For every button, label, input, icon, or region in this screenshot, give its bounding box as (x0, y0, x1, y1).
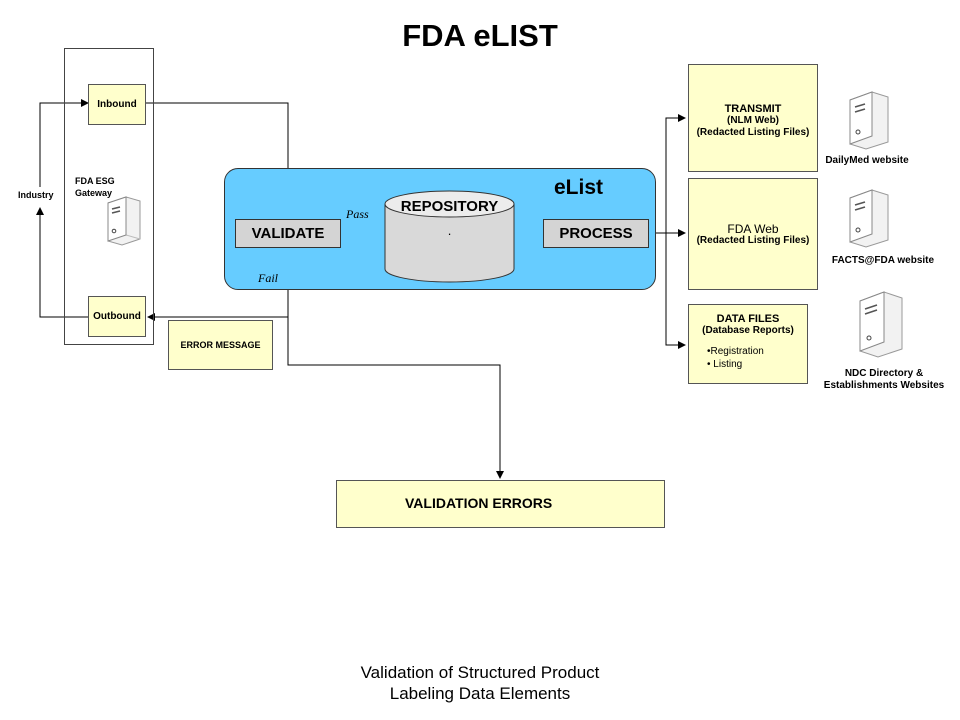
industry-label: Industry (18, 190, 54, 200)
repository-label: REPOSITORY (400, 198, 499, 215)
process-label: PROCESS (559, 225, 633, 242)
outbound-to-industry-arrow (36, 207, 88, 318)
repository-cylinder (384, 190, 515, 283)
transmit-box: TRANSMIT (NLM Web) (Redacted Listing Fil… (688, 64, 818, 172)
ndc-label-line2: Establishments Websites (823, 380, 945, 391)
page-title: FDA eLIST (402, 18, 558, 53)
transmit-line1: (NLM Web) (726, 115, 780, 126)
footer-caption: Validation of Structured Product Labelin… (0, 662, 960, 704)
gateway-server-icon (107, 196, 141, 246)
validate-box: VALIDATE (235, 219, 341, 248)
process-box: PROCESS (543, 219, 649, 248)
fda-web-box: FDA Web (Redacted Listing Files) (688, 178, 818, 290)
ndc-label: NDC Directory & Establishments Websites (808, 368, 960, 392)
inbound-box: Inbound (88, 84, 146, 125)
elist-label: eList (554, 176, 604, 199)
fda-web-heading: FDA Web (727, 222, 779, 236)
gateway-name-line1: FDA ESG (75, 176, 115, 186)
repository-dot: . (447, 223, 452, 238)
bullet-listing: • Listing (707, 359, 743, 370)
bullet-registration: •Registration (707, 346, 764, 357)
outbound-label: Outbound (93, 311, 141, 322)
footer-line2: Labeling Data Elements (389, 684, 571, 703)
data-files-line1: (Database Reports) (702, 325, 794, 336)
outbound-box: Outbound (88, 296, 146, 337)
gateway-name: FDA ESG Gateway (75, 175, 115, 199)
pass-label: Pass (346, 207, 369, 221)
fail-label: Fail (258, 271, 278, 285)
ndc-server-icon (859, 291, 903, 358)
inbound-label: Inbound (97, 99, 137, 110)
data-files-bullets: •Registration • Listing (707, 345, 764, 371)
validation-errors-label: VALIDATION ERRORS (405, 495, 553, 511)
facts-label: FACTS@FDA website (831, 255, 935, 266)
facts-server-icon (849, 189, 889, 248)
data-files-box: DATA FILES (Database Reports) •Registrat… (688, 304, 808, 384)
transmit-heading: TRANSMIT (724, 103, 782, 115)
validation-errors-box: VALIDATION ERRORS (336, 480, 665, 528)
error-message-label: ERROR MESSAGE (180, 340, 261, 350)
industry-to-inbound-arrow (39, 99, 89, 187)
validate-label: VALIDATE (251, 225, 325, 242)
footer-line1: Validation of Structured Product (360, 663, 600, 682)
dailymed-label: DailyMed website (825, 155, 909, 166)
ndc-label-line1: NDC Directory & (844, 368, 924, 379)
data-files-heading: DATA FILES (716, 313, 780, 325)
dailymed-server-icon (849, 91, 889, 150)
fda-web-line1: (Redacted Listing Files) (696, 235, 810, 246)
process-to-datafiles-arrow (665, 233, 686, 349)
transmit-line2: (Redacted Listing Files) (696, 127, 810, 138)
gateway-name-line2: Gateway (75, 188, 113, 198)
error-message-box: ERROR MESSAGE (168, 320, 273, 370)
esg-gateway-frame (64, 48, 154, 345)
fail-to-validation-errors-arrow (287, 317, 504, 479)
process-to-transmit-arrow (665, 114, 686, 233)
